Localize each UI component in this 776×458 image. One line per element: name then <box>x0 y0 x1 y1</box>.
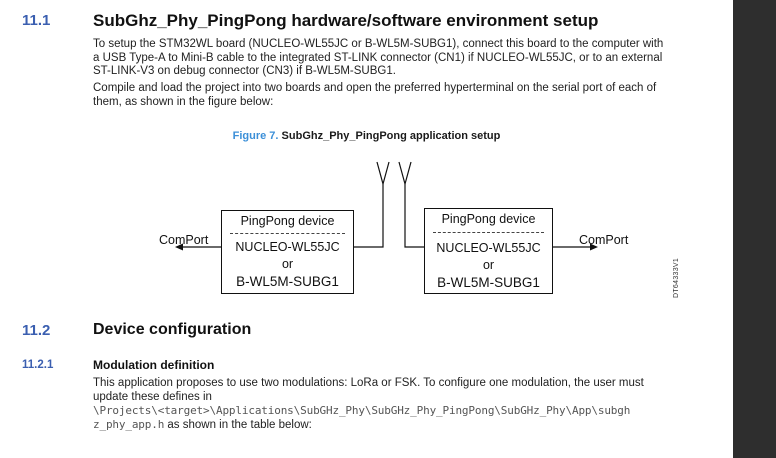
compile-paragraph: Compile and load the project into two bo… <box>93 82 678 109</box>
text-line: To setup the STM32WL board (NUCLEO-WL55J… <box>93 38 664 50</box>
file-path: \Projects\<target>\Applications\SubGHz_P… <box>93 404 631 417</box>
text-line: This application proposes to use two mod… <box>93 377 644 389</box>
board-name: B-WL5M-SUBG1 <box>437 275 540 290</box>
section-number: 11.2 <box>22 322 51 339</box>
board-name: NUCLEO-WL55JC <box>235 240 340 254</box>
text-line: them, as shown in the figure below: <box>93 95 274 108</box>
dashed-divider <box>433 232 544 233</box>
figure-id: DT64333V1 <box>673 257 680 298</box>
text-line: z_phy_app.h as shown in the table below: <box>93 418 678 433</box>
left-comport-label: ComPort <box>159 233 209 247</box>
section-title: Device configuration <box>93 321 252 338</box>
dashed-divider <box>230 233 345 234</box>
file-path: z_phy_app.h <box>93 417 165 431</box>
setup-diagram-wires <box>175 161 598 251</box>
text-line: update these defines in <box>93 390 212 403</box>
device-title: PingPong device <box>441 212 536 226</box>
section-number: 11.1 <box>22 12 51 29</box>
board-name: B-WL5M-SUBG1 <box>236 274 339 289</box>
right-device-box: PingPong device NUCLEO-WL55JC or B-WL5M-… <box>424 208 553 294</box>
right-comport-label: ComPort <box>579 233 629 247</box>
antenna-icon <box>376 161 412 187</box>
figure-number: Figure 7. <box>232 130 279 142</box>
device-title: PingPong device <box>240 214 335 228</box>
modulation-paragraph: This application proposes to use two mod… <box>93 377 678 432</box>
text-fragment: as shown in the table below: <box>164 418 312 431</box>
right-antenna-wire <box>404 184 424 248</box>
text-line: a USB Type-A to Mini-B cable to the inte… <box>93 51 663 64</box>
left-antenna-wire <box>353 184 384 248</box>
dark-side-panel <box>733 0 776 458</box>
or-text: or <box>281 257 294 271</box>
setup-paragraph: To setup the STM32WL board (NUCLEO-WL55J… <box>93 38 678 79</box>
section-title: SubGhz_Phy_PingPong hardware/software en… <box>93 11 599 30</box>
or-text: or <box>482 258 495 272</box>
board-name: NUCLEO-WL55JC <box>436 241 541 255</box>
text-line: ST-LINK-V3 on debug connector (CN3) if B… <box>93 65 396 77</box>
document-page: 11.1 SubGhz_Phy_PingPong hardware/softwa… <box>0 11 733 432</box>
left-device-box: PingPong device NUCLEO-WL55JC or B-WL5M-… <box>221 210 354 294</box>
figure-title: SubGhz_Phy_PingPong application setup <box>281 130 501 142</box>
subsection-number: 11.2.1 <box>22 359 54 371</box>
subsection-title: Modulation definition <box>93 358 215 372</box>
figure-caption: Figure 7. SubGhz_Phy_PingPong applicatio… <box>0 130 733 142</box>
text-line: Compile and load the project into two bo… <box>93 82 657 94</box>
